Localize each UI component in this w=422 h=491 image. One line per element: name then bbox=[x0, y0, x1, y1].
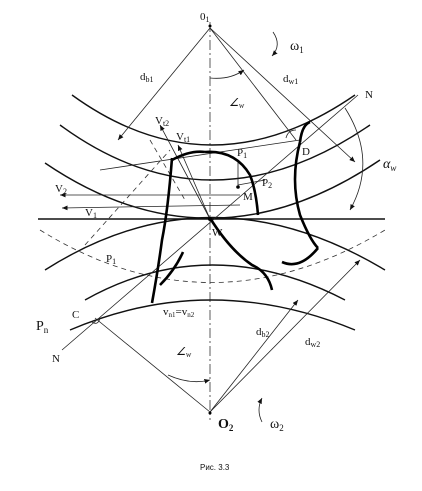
dashed-construction-1 bbox=[84, 149, 171, 246]
dw1-line bbox=[209, 27, 356, 163]
gear1-root-circle bbox=[59, 124, 371, 181]
db1-line bbox=[117, 27, 211, 141]
label-vt2: Vt2 bbox=[155, 115, 169, 128]
db2-line bbox=[209, 299, 299, 413]
o2-to-C-line bbox=[94, 317, 211, 413]
gear1-outer-circle bbox=[71, 94, 356, 146]
label-d: D bbox=[302, 146, 310, 158]
gear2-outer-circle bbox=[44, 216, 386, 271]
label-omega2: ω2 bbox=[270, 417, 284, 433]
tooth-profile-left-2 bbox=[171, 150, 206, 162]
label-pn: Pn bbox=[36, 319, 49, 335]
gear2-base-circle bbox=[84, 264, 346, 301]
o1-to-D-line bbox=[209, 27, 297, 141]
label-p1-top: P1 bbox=[237, 147, 247, 160]
tooth-profile-lower bbox=[159, 251, 185, 286]
point-o2 bbox=[208, 411, 212, 415]
label-vn: vn1=vn2 bbox=[163, 306, 195, 319]
label-m: M bbox=[243, 191, 253, 203]
label-db2: db2 bbox=[256, 326, 270, 339]
gear1-pitch-circle bbox=[44, 159, 381, 219]
label-v1: V1 bbox=[85, 207, 97, 220]
vt2-vector bbox=[159, 124, 211, 220]
point-m bbox=[236, 185, 240, 189]
label-alpha-w: αw bbox=[383, 157, 396, 173]
label-dw1: dw1 bbox=[283, 73, 298, 86]
point-w bbox=[208, 217, 212, 221]
label-c: C bbox=[72, 309, 79, 321]
line-of-action bbox=[61, 94, 359, 351]
label-o2: O2 bbox=[218, 417, 234, 433]
label-o1: 01 bbox=[200, 11, 210, 24]
label-w: W bbox=[212, 227, 223, 239]
angle-d bbox=[285, 129, 297, 139]
label-n-bottom: N bbox=[52, 353, 60, 365]
v1-vector bbox=[61, 204, 241, 211]
label-p1-low: P1 bbox=[106, 253, 116, 266]
angle-arc-top bbox=[209, 69, 245, 79]
label-p2: P2 bbox=[262, 177, 272, 190]
label-alpha-w-top: ∠w bbox=[229, 97, 245, 110]
label-n-top: N bbox=[365, 89, 373, 101]
tooth-profile-mid-2 bbox=[204, 150, 260, 216]
label-omega1: ω1 bbox=[290, 39, 304, 55]
alpha-w-arc bbox=[344, 107, 364, 211]
label-db1: db1 bbox=[140, 71, 154, 84]
tooth-profile-right-2 bbox=[281, 247, 320, 266]
tooth-profile-right bbox=[293, 141, 319, 249]
angle-arc-bottom bbox=[167, 374, 211, 384]
dw2-line bbox=[209, 259, 361, 413]
angle-c bbox=[91, 317, 101, 324]
point-o1 bbox=[208, 24, 212, 28]
tooth-profile-mid bbox=[208, 217, 274, 291]
tooth-profile-top bbox=[298, 120, 311, 143]
label-dw2: dw2 bbox=[305, 336, 320, 349]
tooth-profile-left bbox=[150, 157, 174, 304]
label-vt1: Vt1 bbox=[176, 131, 190, 144]
line-of-action-upper bbox=[99, 139, 301, 171]
gear2-inner-circle bbox=[69, 299, 356, 331]
dashed-construction-2 bbox=[149, 139, 186, 201]
label-alpha-w-bottom: ∠w bbox=[176, 346, 192, 359]
gear2-pitch-circle bbox=[39, 229, 386, 283]
label-v2: V2 bbox=[55, 183, 67, 196]
omega1-arrow bbox=[271, 31, 278, 57]
omega2-arrow bbox=[257, 397, 263, 423]
vt1-vector bbox=[177, 144, 211, 220]
figure-caption: Рис. 3.3 bbox=[200, 463, 230, 472]
